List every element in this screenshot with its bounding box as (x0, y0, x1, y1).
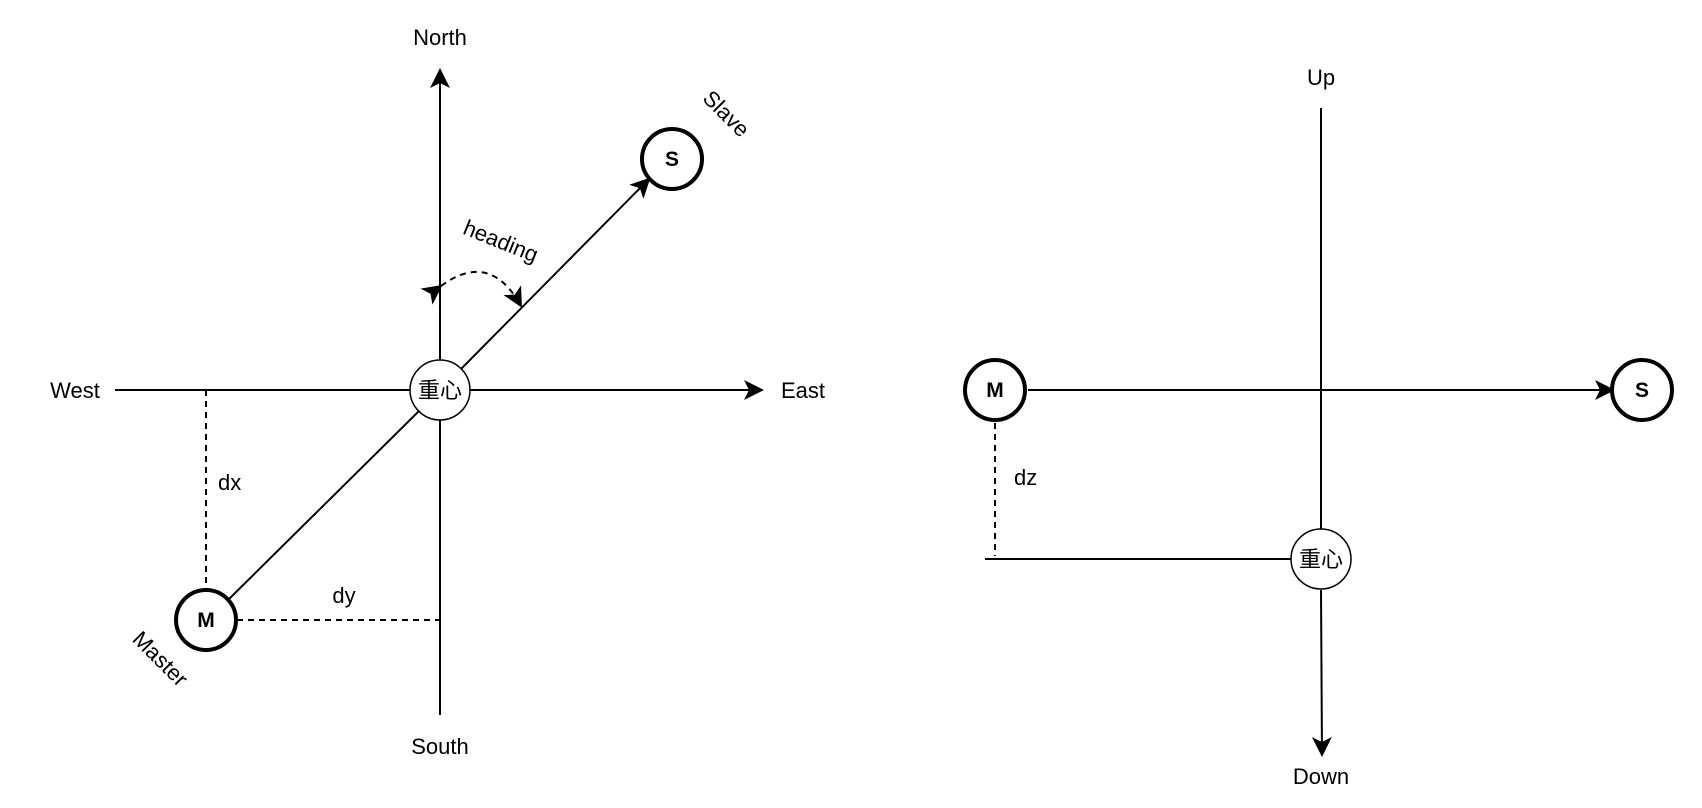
north-label: North (413, 25, 467, 50)
heading-line (460, 177, 651, 370)
center-of-gravity-vertical-label: 重心 (1299, 547, 1343, 572)
master-node-vertical (963, 358, 1027, 422)
dy-label: dy (332, 583, 355, 608)
master-line (227, 410, 420, 601)
dx-label: dx (218, 470, 241, 495)
center-of-gravity-vertical-node (1290, 528, 1352, 590)
down-label: Down (1293, 764, 1349, 789)
horizontal-view: S M 重心 North South West East Slave Maste… (50, 25, 825, 759)
vertical-view: M S 重心 Up Down dz (963, 65, 1674, 789)
up-label: Up (1307, 65, 1335, 90)
east-label: East (781, 378, 825, 403)
dz-label: dz (1014, 465, 1037, 490)
heading-arc (420, 270, 522, 308)
slave-node-vertical (1610, 358, 1674, 422)
slave-node-label: S (665, 148, 679, 171)
heading-label: heading (460, 215, 542, 268)
master-node (174, 588, 238, 652)
slave-node-vertical-label: S (1635, 379, 1649, 402)
down-axis (1311, 589, 1332, 757)
center-of-gravity-node (409, 359, 471, 421)
west-label: West (50, 378, 100, 403)
slave-caption: Slave (698, 85, 755, 142)
slave-node (640, 127, 704, 191)
center-of-gravity-label: 重心 (418, 378, 462, 403)
master-node-vertical-label: M (986, 379, 1004, 402)
master-node-label: M (197, 609, 215, 632)
south-label: South (411, 734, 469, 759)
